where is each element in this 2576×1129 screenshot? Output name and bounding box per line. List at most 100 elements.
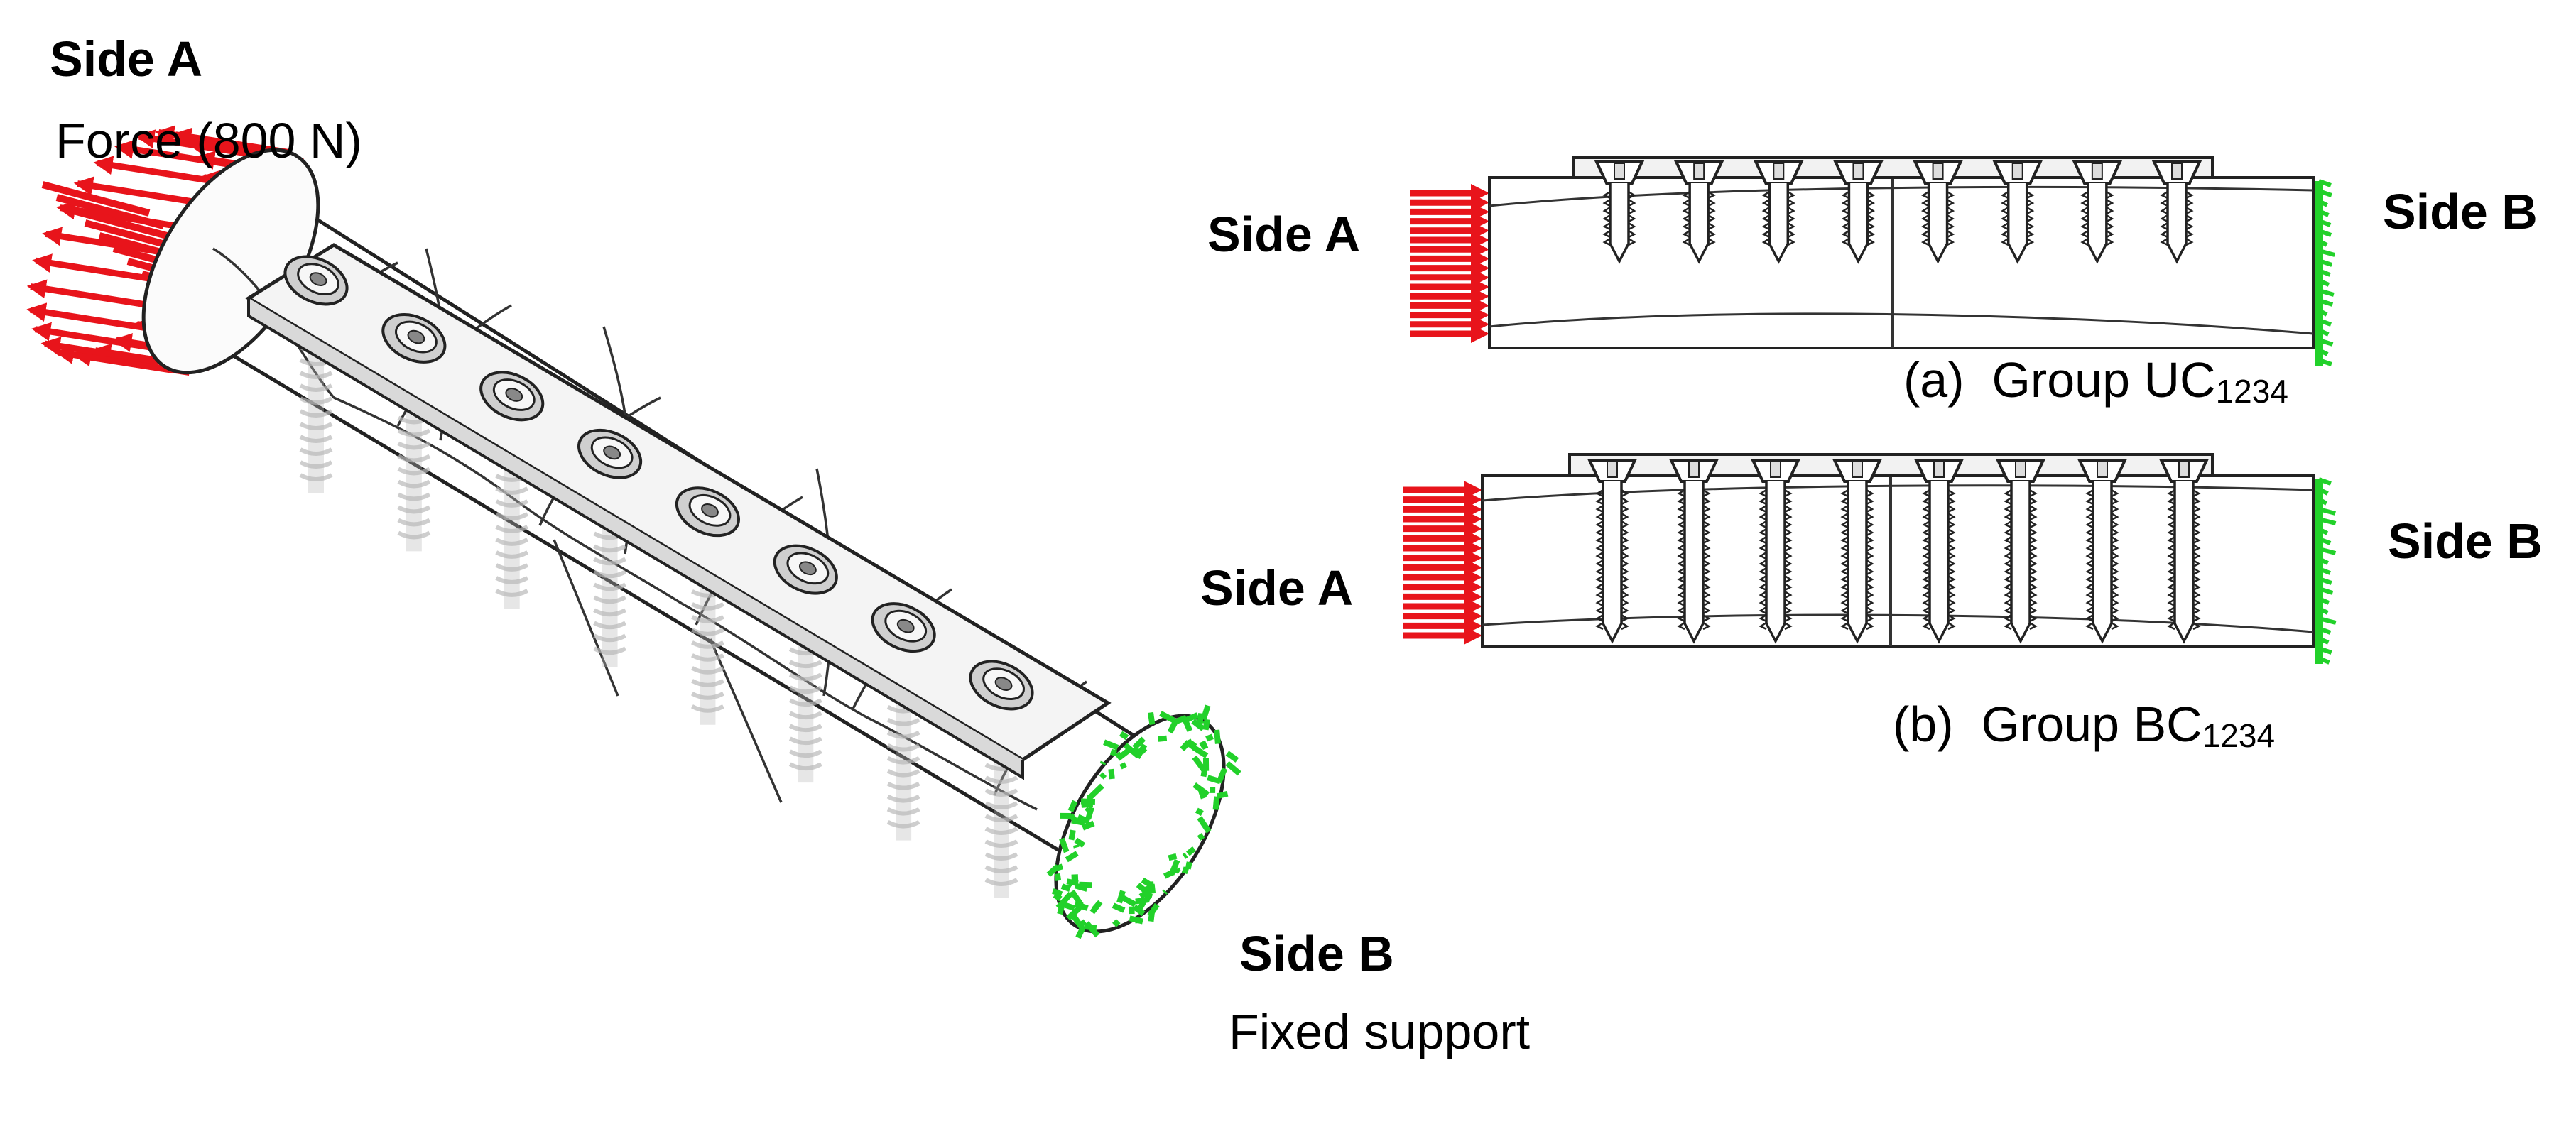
iso-fixed-tick (1167, 718, 1180, 734)
iso-screw-head (969, 660, 1034, 711)
screw-thread (2160, 190, 2194, 246)
screw (1594, 160, 1645, 264)
screw-shaft (2092, 481, 2113, 644)
screw (1833, 160, 1884, 264)
screw-shaft (1765, 481, 1786, 644)
caption-b-sub: 1234 (2202, 717, 2276, 754)
screw-thread (2001, 190, 2035, 246)
iso-fixed-tick (1192, 782, 1210, 797)
screw (1587, 459, 1638, 644)
iso-force-arrow (26, 302, 145, 331)
iso-fixed-tick (1085, 807, 1094, 820)
screw-socket (1770, 461, 1781, 478)
fixed-support-tick (2317, 308, 2328, 317)
iso-fixed-tick (1225, 751, 1239, 763)
fixed-support-tick (2317, 328, 2330, 337)
screw (1750, 459, 1801, 644)
iso-fixed-tick (1168, 858, 1180, 876)
iso-fixed-tick (1065, 851, 1079, 863)
iso-fixed-tick (1077, 814, 1091, 824)
screw-socket (1773, 163, 1785, 180)
screw-thread (2004, 489, 2038, 631)
iso-fixed-tick (1074, 837, 1086, 848)
screw (2151, 160, 2202, 264)
iso-force-arrow (32, 253, 151, 282)
force-arrow-head (1471, 324, 1489, 343)
screw-thread (1840, 489, 1874, 631)
screw (1913, 160, 1963, 264)
fixed-support-tick (2318, 616, 2337, 625)
screw-socket (1693, 163, 1705, 180)
caption-a: (a) Group UC1234 (1903, 355, 2288, 408)
bc-screws (1587, 459, 2210, 644)
iso-fixed-tick (1132, 736, 1146, 751)
fixed-support-tick (2318, 517, 2337, 525)
fixed-support-tick (2318, 358, 2332, 366)
fixed-support-tick (2317, 477, 2332, 486)
iso-side-a-label: Side A (50, 31, 203, 87)
screw-socket (1932, 163, 1944, 180)
screw-shaft (1847, 481, 1868, 644)
fixed-support-tick (2318, 318, 2332, 327)
iso-fixed-tick (1099, 760, 1107, 765)
iso-fixed-tick (1143, 885, 1152, 899)
iso-fixed-tick (1182, 852, 1188, 859)
panel-b-bc (1403, 453, 2337, 665)
iso-force-arrow (31, 322, 150, 351)
iso-screw-socket (994, 677, 1013, 691)
caption-a-text: Group UC (1991, 352, 2216, 408)
iso-fixed-tick (1046, 863, 1060, 877)
iso-fixed-tick (1068, 813, 1080, 825)
screw (1673, 160, 1724, 264)
iso-fixed-tick (1196, 713, 1205, 728)
fixed-support-tick (2318, 507, 2336, 516)
iso-fixed-tick (1103, 739, 1119, 751)
iso-screw-socket (896, 618, 915, 633)
iso-fixed-tick (1060, 883, 1071, 892)
iso-screw-socket (798, 561, 817, 576)
iso-fixed-tick (1109, 748, 1118, 757)
uc-fixed-support (2315, 179, 2336, 366)
iso-fixed-tick (1074, 883, 1088, 892)
caption-b-text: Group BC (1981, 697, 2202, 752)
screw-socket (1852, 461, 1863, 478)
screw-socket (1614, 163, 1625, 180)
fixed-support-tick (2318, 189, 2332, 197)
fixed-support-tick (2318, 258, 2333, 267)
iso-fixed-tick (1205, 733, 1214, 742)
iso-fixed-tick (1075, 925, 1087, 939)
caption-b: (b) Group BC1234 (1893, 699, 2275, 752)
screw-thread (1761, 190, 1795, 246)
iso-fixed-tick (1135, 897, 1150, 905)
iso-bone-end-b (1054, 714, 1226, 934)
fixed-support-tick (2317, 278, 2330, 287)
screw-thread (1759, 489, 1793, 631)
iso-fixed-tick (1055, 891, 1073, 910)
iso-fixed-tick (1159, 711, 1176, 724)
iso-fixed-tick (1195, 807, 1204, 817)
iso-fixed-tick (1072, 844, 1080, 849)
screw-thread (1841, 190, 1875, 246)
iso-plate-edge (247, 298, 1024, 780)
iso-fixed-tick (1198, 789, 1207, 800)
screw-thread (2085, 489, 2119, 631)
screw-shaft (1768, 183, 1790, 264)
iso-screw-head (773, 544, 838, 595)
uc-bone-line-bottom (1489, 312, 2314, 335)
screw-thread (1602, 190, 1636, 246)
isometric-bone-model (26, 125, 1241, 939)
iso-fixed-tick (1183, 712, 1199, 724)
iso-fixed-tick (1080, 919, 1087, 927)
iso-fixed-tick (1200, 740, 1209, 751)
iso-fixed-tick (1185, 861, 1192, 870)
iso-force-bar (41, 181, 151, 217)
iso-fixed-tick (1185, 846, 1196, 856)
iso-fixed-tick (1192, 755, 1207, 773)
uc-side-a-label: Side A (1207, 207, 1361, 262)
fixed-support-tick (2317, 487, 2329, 496)
fixed-support-tick (2317, 567, 2331, 575)
iso-fixed-tick (1074, 901, 1089, 911)
fixed-support-tick (2317, 239, 2328, 247)
panel-a-uc (1410, 156, 2336, 366)
iso-fixed-tick (1200, 704, 1211, 721)
